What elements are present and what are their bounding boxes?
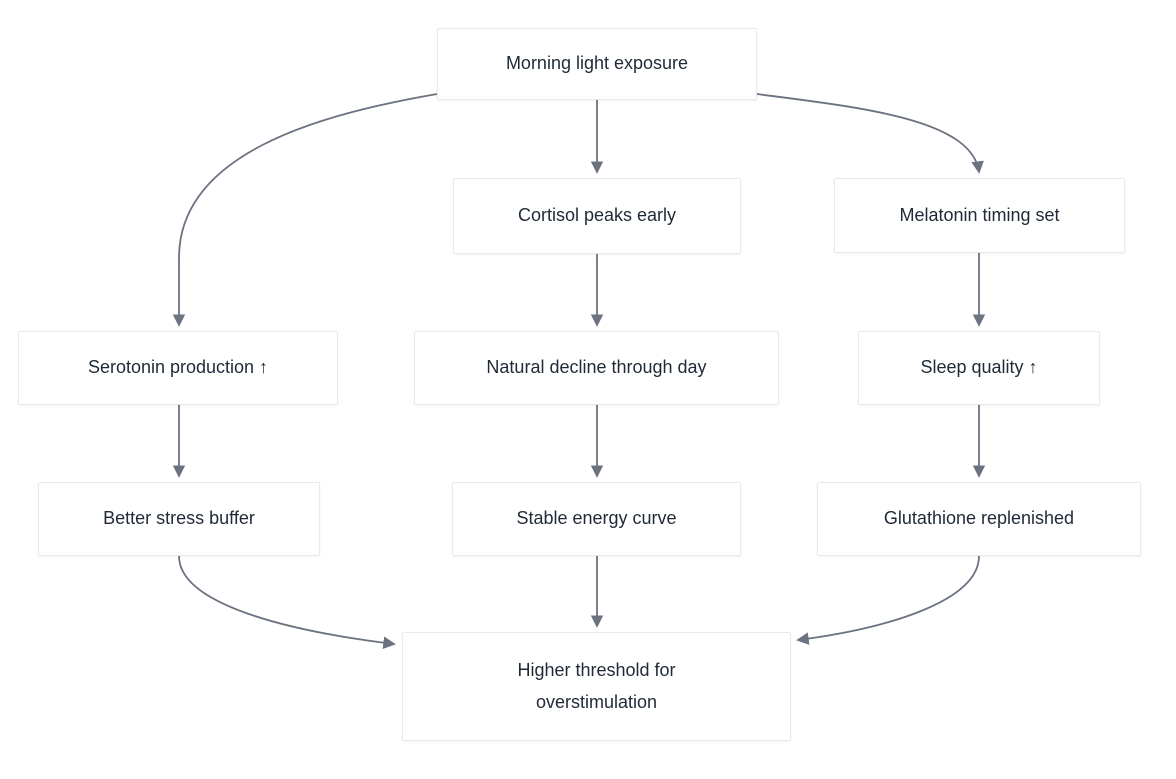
node-sleep-quality: Sleep quality ↑	[858, 331, 1100, 405]
node-label: Natural decline through day	[486, 357, 707, 378]
node-label: Sleep quality ↑	[920, 357, 1038, 378]
node-label: Higher threshold for overstimulation	[517, 660, 676, 712]
node-label: Morning light exposure	[505, 53, 689, 74]
node-better-stress-buffer: Better stress buffer	[38, 482, 320, 556]
node-label: Melatonin timing set	[899, 204, 1060, 225]
node-cortisol-peaks-early: Cortisol peaks early	[453, 178, 741, 254]
node-melatonin-timing-set: Melatonin timing set	[834, 178, 1125, 253]
node-label: Cortisol peaks early	[517, 205, 677, 226]
node-higher-threshold-for-overstimulation: Higher threshold for overstimulation	[402, 632, 791, 741]
node-natural-decline-through-day: Natural decline through day	[414, 331, 779, 405]
edge-morning-to-melatonin	[756, 93, 984, 174]
node-glutathione-replenished: Glutathione replenished	[817, 482, 1141, 556]
node-label: Glutathione replenished	[883, 508, 1075, 529]
node-label: Serotonin production ↑	[87, 357, 269, 378]
node-serotonin-production: Serotonin production ↑	[18, 331, 338, 405]
node-label: Better stress buffer	[103, 508, 255, 529]
edge-morning-to-serotonin	[172, 93, 438, 327]
node-stable-energy-curve: Stable energy curve	[452, 482, 741, 556]
edge-glutathione-to-threshold	[796, 555, 980, 645]
edge-stress-to-threshold	[178, 555, 396, 649]
node-label: Stable energy curve	[516, 508, 677, 529]
node-morning-light-exposure: Morning light exposure	[437, 28, 757, 100]
